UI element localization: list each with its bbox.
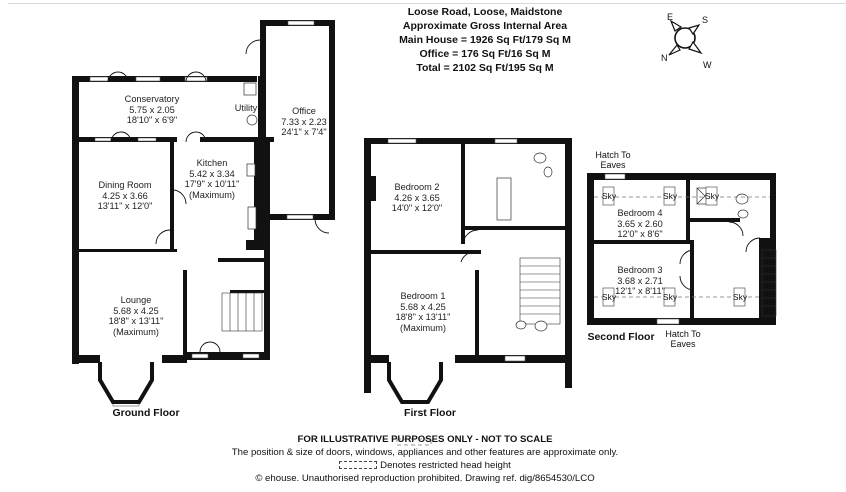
legend-restricted-height: Denotes restricted head height <box>200 459 650 472</box>
disclaimer-note: The position & size of doors, windows, a… <box>231 447 619 458</box>
room-bedroom-2: Bedroom 2 4.26 x 3.65 14'0" x 12'0" <box>392 182 442 214</box>
floorplan-footer: FOR ILLUSTRATIVE PURPOSES ONLY - NOT TO … <box>200 433 650 485</box>
room-conservatory: Conservatory 5.75 x 2.05 18'10" x 6'9" <box>125 94 180 126</box>
room-dining: Dining Room 4.25 x 3.66 13'11" x 12'0" <box>98 180 153 212</box>
copyright-notice: © ehouse. Unauthorised reproduction proh… <box>255 473 595 484</box>
room-imperial: 14'0" x 12'0" <box>391 203 443 213</box>
dashed-box-icon <box>339 461 378 470</box>
room-metric: 4.26 x 3.65 <box>394 192 440 203</box>
room-name: Bedroom 2 <box>394 182 440 192</box>
skylight-label: Sky <box>601 292 617 302</box>
room-lounge: Lounge 5.68 x 4.25 18'8" x 13'11" (Maxim… <box>109 295 164 337</box>
floorplan-header: Loose Road, Loose, Maidstone Approximate… <box>370 5 600 75</box>
room-imperial: 18'8" x 13'11" <box>395 312 451 322</box>
floor-label-ground: Ground Floor <box>112 407 180 419</box>
compass-rose-icon: E S N W <box>655 8 725 70</box>
room-kitchen: Kitchen 5.42 x 3.34 17'9" x 10'11" (Maxi… <box>185 158 240 200</box>
room-note: (Maximum) <box>189 189 235 200</box>
room-imperial: 12'0" x 8'6" <box>617 229 663 239</box>
skylight-label: Sky <box>704 191 720 201</box>
compass-east: E <box>667 12 674 22</box>
room-metric: 5.42 x 3.34 <box>189 168 235 179</box>
room-imperial: 18'10" x 6'9" <box>126 115 178 125</box>
room-utility: Utility <box>235 103 257 114</box>
room-bedroom-4: Bedroom 4 3.65 x 2.60 12'0" x 8'6" <box>617 208 662 240</box>
room-imperial: 24'1" x 7'4" <box>281 127 327 137</box>
office-area: Office = 176 Sq Ft/16 Sq M <box>419 48 551 60</box>
room-note: (Maximum) <box>113 326 159 337</box>
room-metric: 5.75 x 2.05 <box>129 104 175 115</box>
main-house-area: Main House = 1926 Sq Ft/179 Sq M <box>399 34 571 46</box>
room-imperial: 13'11" x 12'0" <box>97 201 153 211</box>
room-name: Bedroom 3 <box>617 265 663 275</box>
room-note: (Maximum) <box>400 322 446 333</box>
room-imperial: 17'9" x 10'11" <box>184 179 240 189</box>
room-name: Bedroom 1 <box>400 291 446 301</box>
compass-south: S <box>702 15 709 25</box>
room-metric: 4.25 x 3.66 <box>102 190 148 201</box>
disclaimer-heading: FOR ILLUSTRATIVE PURPOSES ONLY - NOT TO … <box>297 434 553 445</box>
skylight-label: Sky <box>662 292 678 302</box>
room-metric: 5.68 x 4.25 <box>400 301 446 312</box>
area-subtitle: Approximate Gross Internal Area <box>402 20 568 32</box>
room-imperial: 18'8" x 13'11" <box>108 316 164 326</box>
room-name: Dining Room <box>98 180 152 190</box>
floor-label-first: First Floor <box>404 407 456 419</box>
room-name: Utility <box>234 103 258 113</box>
room-metric: 3.68 x 2.71 <box>617 275 663 286</box>
skylight-label: Sky <box>662 191 678 201</box>
compass-west: W <box>703 60 712 70</box>
property-address: Loose Road, Loose, Maidstone <box>407 6 563 18</box>
room-name: Lounge <box>120 295 152 305</box>
skylight-label: Sky <box>732 292 748 302</box>
room-imperial: 12'1" x 8'11" <box>615 286 665 296</box>
total-area: Total = 2102 Sq Ft/195 Sq M <box>416 62 554 74</box>
room-name: Conservatory <box>124 94 180 104</box>
room-name: Office <box>292 106 316 116</box>
room-bedroom-3: Bedroom 3 3.68 x 2.71 12'1" x 8'11" <box>615 265 665 297</box>
hatch-to-eaves-bottom: Hatch To Eaves <box>665 329 701 349</box>
room-metric: 3.65 x 2.60 <box>617 218 663 229</box>
floor-label-second: Second Floor <box>587 331 655 343</box>
compass-north: N <box>661 53 668 63</box>
room-name: Kitchen <box>196 158 228 168</box>
room-office: Office 7.33 x 2.23 24'1" x 7'4" <box>281 106 326 138</box>
skylight-label: Sky <box>601 191 617 201</box>
hatch-to-eaves-top: Hatch To Eaves <box>595 150 631 170</box>
top-border-line <box>8 3 846 4</box>
room-metric: 7.33 x 2.23 <box>281 116 327 127</box>
room-name: Bedroom 4 <box>617 208 663 218</box>
room-metric: 5.68 x 4.25 <box>113 305 159 316</box>
room-bedroom-1: Bedroom 1 5.68 x 4.25 18'8" x 13'11" (Ma… <box>396 291 451 333</box>
